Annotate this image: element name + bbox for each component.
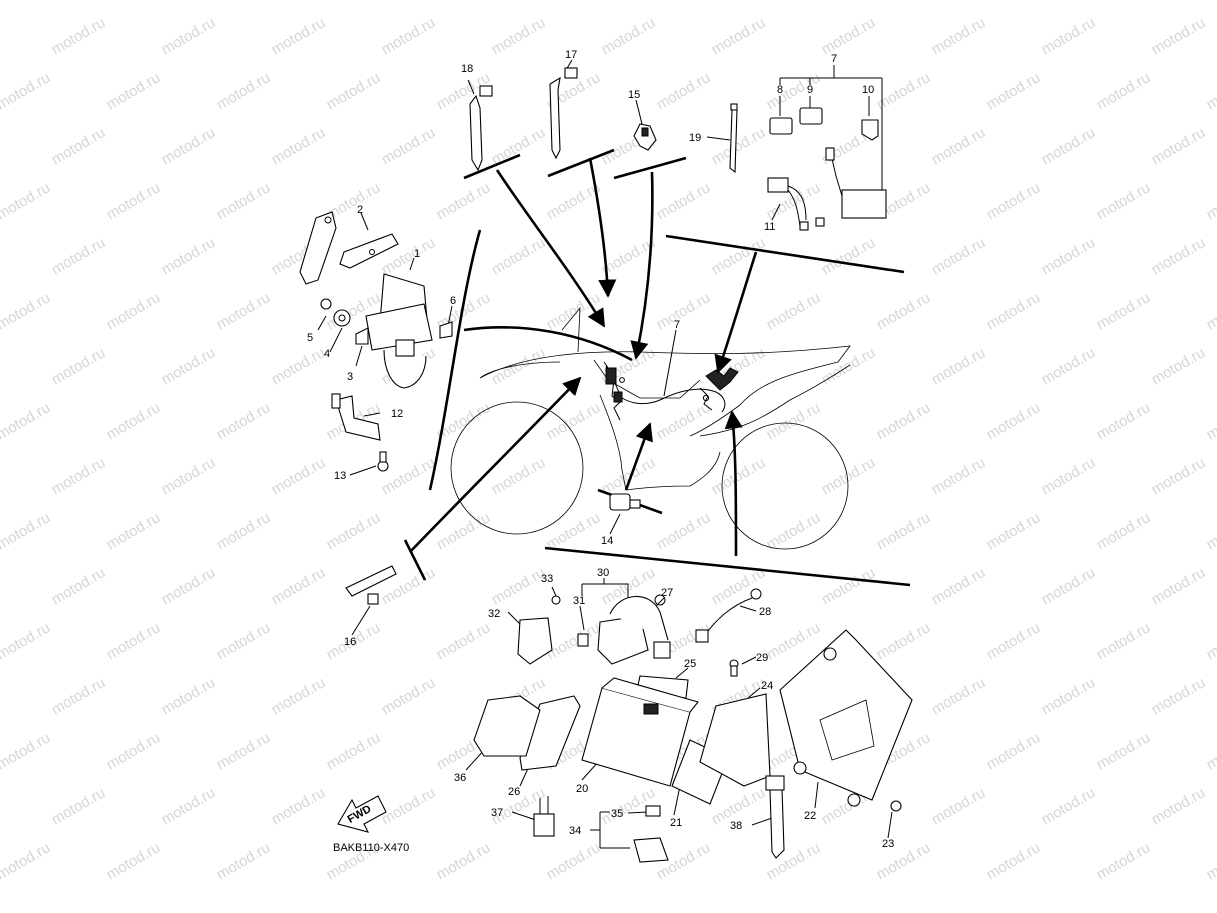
part-38-strap: [765, 775, 785, 859]
part-34-fuse-holder: [633, 837, 669, 863]
label-18: 18: [461, 63, 473, 75]
label-8: 8: [777, 84, 783, 96]
label-1: 1: [414, 248, 420, 260]
label-14: 14: [601, 535, 613, 547]
part-26-bracket: [519, 695, 581, 771]
label-30: 30: [597, 567, 609, 579]
part-27-lead: [654, 594, 666, 606]
part-8-cap: [769, 117, 793, 135]
label-26: 26: [508, 786, 520, 798]
part-22-battery-box: [779, 629, 913, 807]
part-15-clamp: [633, 123, 657, 151]
label-2: 2: [357, 204, 363, 216]
part-31-fuse: [577, 633, 589, 647]
part-33-screw: [551, 595, 561, 605]
part-1-ignition-coil: [365, 273, 433, 389]
part-20-battery: [581, 677, 699, 787]
label-37: 37: [491, 807, 503, 819]
part-24-cover: [699, 693, 771, 787]
label-29: 29: [756, 652, 768, 664]
label-21: 21: [670, 817, 682, 829]
motorcycle-outline: [450, 306, 851, 550]
part-2-bracket: [299, 211, 399, 285]
part-32-relay: [517, 617, 553, 665]
label-7-group: 7: [831, 53, 837, 65]
label-34: 34: [569, 825, 581, 837]
label-20: 20: [576, 783, 588, 795]
fwd-arrow-icon: FWD: [337, 795, 387, 833]
label-15: 15: [628, 89, 640, 101]
part-23-bolt: [890, 800, 902, 812]
part-13-bolt: [377, 451, 389, 472]
label-36: 36: [454, 772, 466, 784]
label-28: 28: [759, 606, 771, 618]
part-36-cover: [473, 695, 541, 757]
label-32: 32: [488, 608, 500, 620]
label-10: 10: [862, 84, 874, 96]
label-16: 16: [344, 636, 356, 648]
label-27: 27: [661, 587, 673, 599]
label-12: 12: [391, 408, 403, 420]
part-11-sub-harness: [767, 147, 887, 231]
label-38: 38: [730, 820, 742, 832]
part-16-clip: [345, 565, 397, 605]
part-19-band: [729, 103, 738, 174]
diagram-code: BAKB110-X470: [333, 842, 409, 854]
label-22: 22: [804, 810, 816, 822]
label-25: 25: [684, 658, 696, 670]
part-12-bracket: [331, 393, 381, 441]
label-6: 6: [450, 295, 456, 307]
label-23: 23: [882, 838, 894, 850]
label-19: 19: [689, 132, 701, 144]
part-29-bolt: [729, 659, 739, 677]
part-18-cable-tie: [469, 85, 493, 172]
label-11: 11: [764, 221, 775, 233]
label-31: 31: [573, 595, 585, 607]
label-3: 3: [347, 371, 353, 383]
label-24: 24: [761, 680, 773, 692]
label-9: 9: [807, 84, 813, 96]
part-10-holder: [861, 119, 879, 141]
part-labels: 18 17 15 19 7 8 9 10 11 2 1 6 5 4 3 12 1…: [307, 49, 894, 854]
part-30-starter-relay: [597, 595, 671, 665]
part-17-cable-tie: [549, 67, 578, 160]
part-4-5-6-3-fasteners: [320, 298, 453, 345]
label-13: 13: [334, 470, 346, 482]
part-35-fuse: [645, 805, 661, 817]
label-4: 4: [324, 348, 330, 360]
label-33: 33: [541, 573, 553, 585]
label-7-harness: 7: [674, 319, 680, 331]
part-37-connector: [533, 796, 555, 837]
part-9-cap: [799, 107, 823, 125]
callout-lines: [317, 59, 911, 849]
label-35: 35: [611, 808, 623, 820]
part-14-bolt: [609, 493, 641, 511]
label-5: 5: [307, 332, 313, 344]
label-17: 17: [565, 49, 577, 61]
part-28-battery-cable: [695, 588, 762, 643]
